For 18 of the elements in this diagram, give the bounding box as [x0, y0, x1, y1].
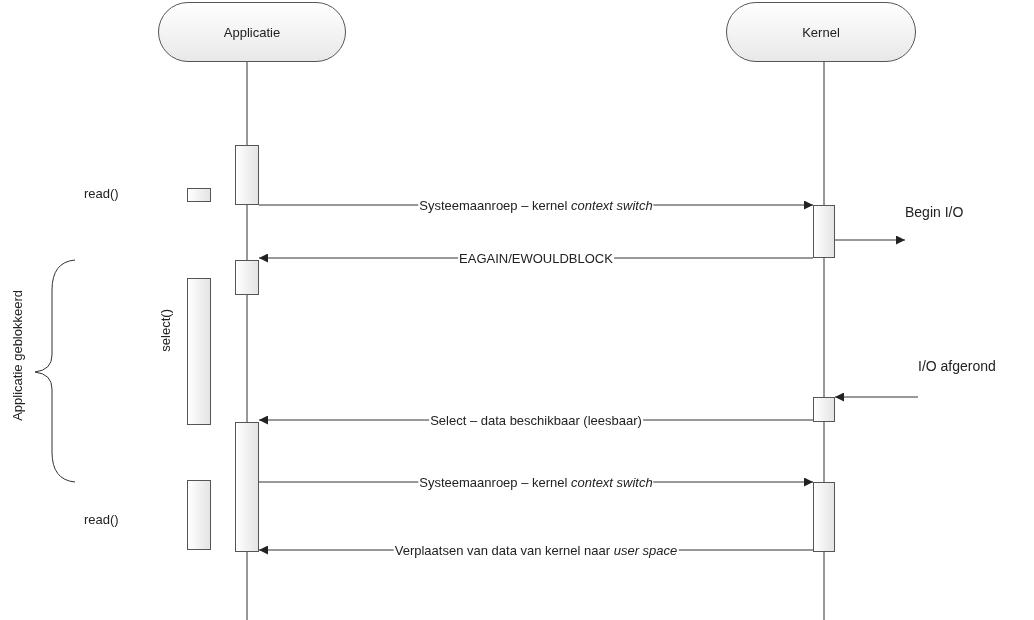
activation-bar	[813, 482, 835, 552]
activation-bar	[235, 260, 259, 295]
activation-bar	[187, 188, 211, 202]
activation-bar	[235, 422, 259, 552]
arrow	[834, 235, 906, 245]
activation-bar	[813, 397, 835, 422]
activation-bar	[187, 480, 211, 550]
function-label: read()	[84, 186, 119, 201]
state-label: Applicatie geblokkeerd	[10, 290, 25, 421]
activation-bar	[235, 145, 259, 205]
lifeline-header: Kernel	[726, 2, 916, 62]
function-label: read()	[84, 512, 119, 527]
activation-bar	[813, 205, 835, 258]
arrow	[834, 392, 919, 402]
event-label: Begin I/O	[905, 204, 964, 220]
function-label: select()	[158, 309, 173, 352]
lifeline-header: Applicatie	[158, 2, 346, 62]
event-label: I/O afgerond	[918, 358, 996, 374]
